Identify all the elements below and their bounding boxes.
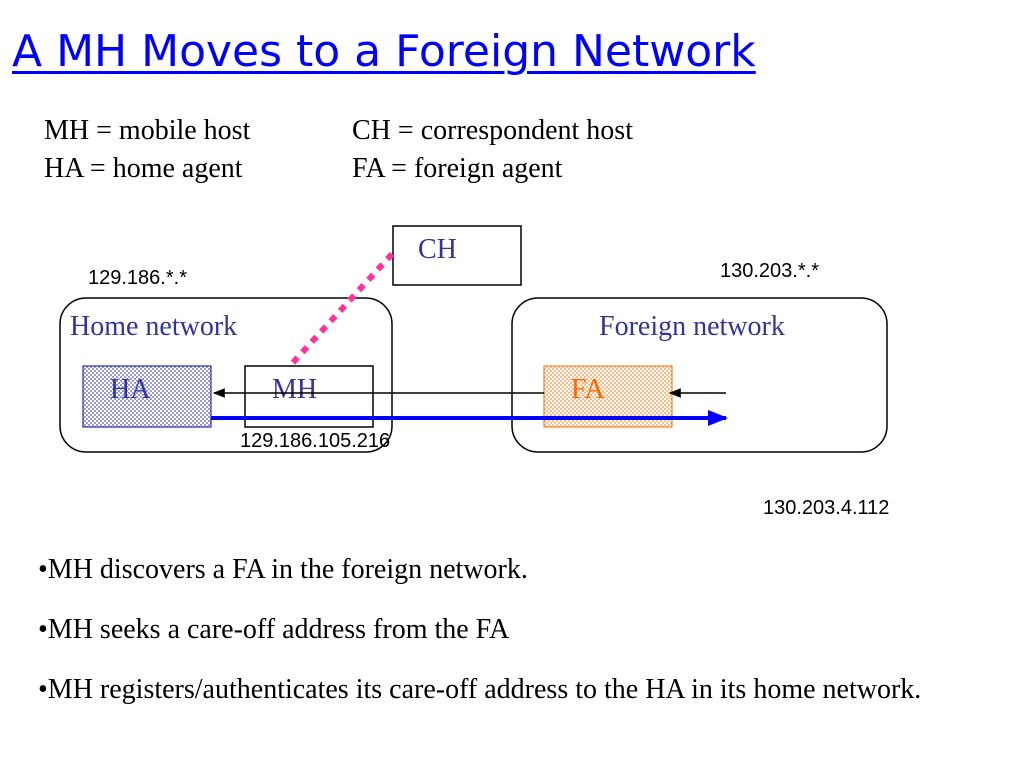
bullet-list: •MH discovers a FA in the foreign networ… bbox=[38, 552, 998, 732]
foreign-network-boundary bbox=[511, 297, 888, 453]
foreign-network-label: Foreign network bbox=[599, 311, 785, 342]
home-agent-label: HA bbox=[110, 374, 151, 405]
home-agent-box bbox=[82, 365, 212, 428]
foreign-network-prefix: 130.203.*.* bbox=[720, 260, 819, 282]
bullet-discover-fa: •MH discovers a FA in the foreign networ… bbox=[38, 554, 528, 585]
legend-right: CH = correspondent host FA = foreign age… bbox=[352, 112, 633, 188]
legend-ha-definition: HA = home agent bbox=[44, 153, 243, 184]
legend-ch-definition: CH = correspondent host bbox=[352, 115, 633, 146]
mobile-host-label: MH bbox=[272, 374, 317, 405]
correspondent-host-label: CH bbox=[418, 234, 457, 265]
bullet-seek-care-of-address: •MH seeks a care-off address from the FA bbox=[38, 614, 510, 645]
home-network-label: Home network bbox=[70, 311, 237, 342]
legend-left: MH = mobile host HA = home agent bbox=[44, 112, 250, 188]
correspondent-host-box bbox=[392, 225, 522, 286]
legend-fa-definition: FA = foreign agent bbox=[352, 153, 563, 184]
slide-title: A MH Moves to a Foreign Network bbox=[12, 26, 756, 77]
home-network-boundary bbox=[59, 297, 393, 453]
mobile-host-address: 129.186.105.216 bbox=[240, 430, 390, 452]
care-of-address: 130.203.4.112 bbox=[763, 497, 889, 519]
home-network-prefix: 129.186.*.* bbox=[88, 267, 187, 289]
bullet-register-with-ha: •MH registers/authenticates its care-off… bbox=[38, 674, 922, 705]
legend-mh-definition: MH = mobile host bbox=[44, 115, 251, 146]
ch-mh-link bbox=[285, 251, 395, 371]
foreign-agent-label: FA bbox=[571, 374, 605, 405]
